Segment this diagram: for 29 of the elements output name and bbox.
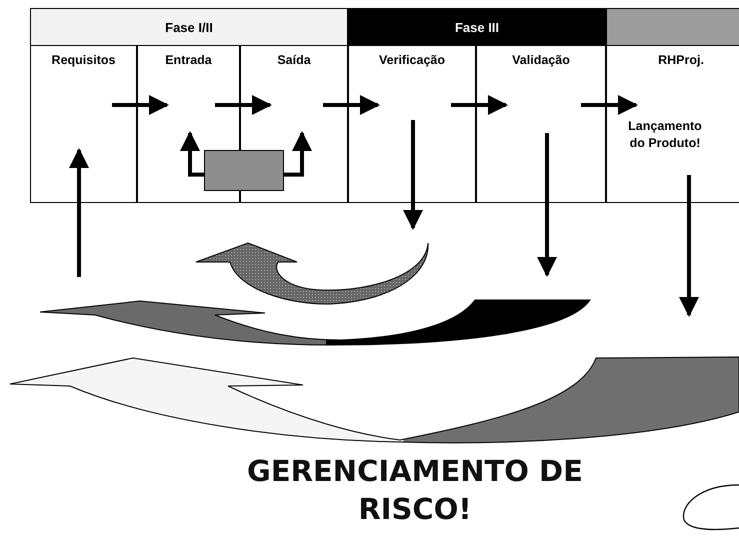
arrow — [112, 95, 169, 115]
heading-text: GERENCIAMENTO DE RISCO! — [246, 453, 584, 528]
phase-label: Fase I/II — [165, 20, 213, 34]
stage-heading: RHProj. — [657, 53, 705, 67]
stage-heading: Verificação — [378, 53, 446, 67]
arrow — [323, 95, 380, 115]
arrow — [69, 148, 89, 277]
stage-heading: Saída — [276, 53, 312, 67]
arrow — [581, 95, 638, 115]
process-box — [204, 150, 284, 191]
arrow — [451, 95, 508, 115]
arrow — [679, 175, 699, 317]
phase-band — [348, 8, 606, 46]
arrow — [537, 133, 557, 277]
arrow — [403, 120, 423, 230]
stage-column — [30, 46, 137, 203]
phase-band — [606, 8, 739, 46]
stage-heading: Requisitos — [50, 53, 116, 67]
arrow — [180, 131, 204, 177]
stage-note: Lançamento do Produto! — [627, 118, 703, 152]
arrow — [215, 95, 272, 115]
stage-column — [606, 46, 739, 203]
phase-label: Fase III — [454, 20, 500, 34]
arrow — [284, 131, 312, 177]
stage-heading: Validação — [511, 53, 571, 67]
stage-heading: Entrada — [164, 53, 213, 67]
phase-band — [30, 8, 348, 46]
stage-column — [348, 46, 476, 203]
stage-column — [476, 46, 606, 203]
